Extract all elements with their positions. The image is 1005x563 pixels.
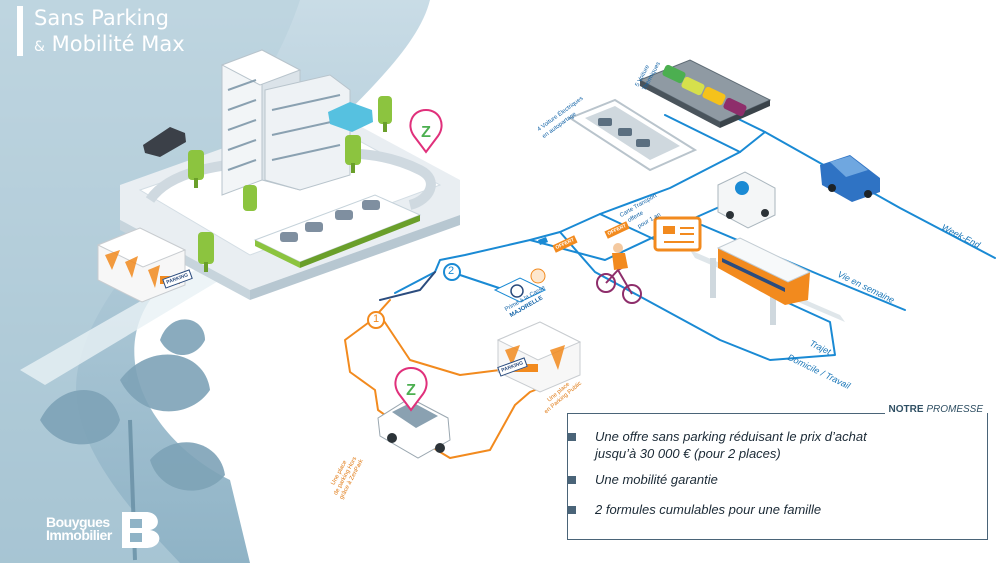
step-2-number: 2	[448, 265, 455, 277]
tram-icon	[690, 237, 845, 325]
city-island	[120, 49, 460, 300]
svg-text:Z: Z	[421, 124, 431, 141]
bouygues-logo-mark	[122, 512, 160, 548]
brand-line-1: Bouygues	[46, 514, 110, 530]
plug-icon	[538, 237, 548, 245]
zenpark-marker-icon: Z	[409, 108, 443, 154]
title-line-2: & Mobilité Max	[34, 32, 185, 56]
shuttle-icon	[717, 171, 776, 229]
brand-name: Bouygues Immobilier	[46, 514, 112, 543]
car-icon	[820, 155, 880, 202]
parking-public-building	[496, 321, 582, 393]
step-1-marker	[367, 311, 385, 329]
promise-title-italic: PROMESSE	[926, 404, 983, 415]
promise-title-bold: NOTRE	[888, 404, 924, 415]
promise-item-1: Une offre sans parking réduisant le prix…	[595, 428, 867, 462]
promise-bullet-2	[568, 476, 576, 484]
promise-item-2: Une mobilité garantie	[595, 472, 718, 487]
title-accent-bar	[17, 6, 23, 56]
scrap-bonus-icon	[493, 268, 547, 303]
title-ampersand: &	[34, 39, 45, 55]
promise-title: NOTRE PROMESSE	[884, 404, 987, 415]
brand-line-2: Immobilier	[46, 527, 112, 543]
step-1-number: 1	[373, 313, 380, 325]
promise-bullet-1	[568, 433, 576, 441]
promise-item-3: 2 formules cumulables pour une famille	[595, 502, 822, 517]
road-diagonal	[20, 250, 250, 385]
title-line-1: Sans Parking	[34, 6, 169, 30]
promise-item-1-line-1: Une offre sans parking réduisant le prix…	[595, 429, 867, 444]
promise-box	[567, 413, 988, 540]
transport-card-icon	[653, 216, 702, 252]
promise-bullet-3	[568, 506, 576, 514]
bicycle-rider-icon	[596, 243, 642, 304]
zenpark-marker-icon: Z	[394, 366, 428, 412]
smartphone-ev-sharing	[567, 98, 698, 172]
promise-item-1-line-2: jusqu’à 30 000 € (pour 2 places)	[595, 446, 781, 461]
thermal-cars-parking	[638, 59, 772, 128]
svg-text:Z: Z	[406, 382, 416, 399]
title-line-2-text: Mobilité Max	[51, 32, 185, 56]
step-2-marker	[443, 263, 461, 281]
